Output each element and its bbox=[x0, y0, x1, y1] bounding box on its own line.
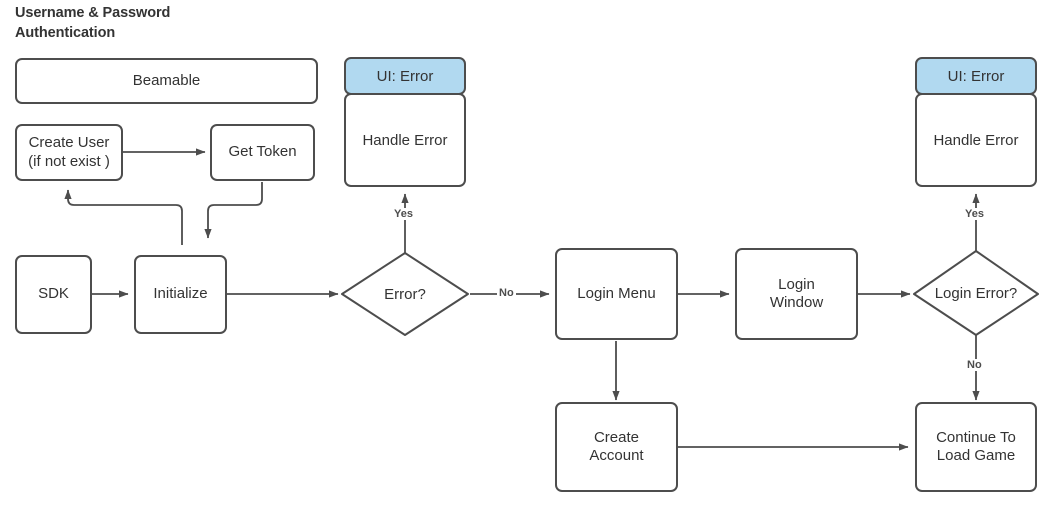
edge-label-login-error-yes: Yes bbox=[963, 208, 986, 220]
node-login-menu[interactable]: Login Menu bbox=[555, 248, 678, 340]
node-initialize[interactable]: Initialize bbox=[134, 255, 227, 334]
edge-get-token-to-initialize bbox=[204, 182, 263, 239]
node-create-user[interactable]: Create User (if not exist ) bbox=[15, 124, 123, 181]
node-handle-error-left[interactable]: Handle Error bbox=[344, 93, 466, 187]
node-login-window[interactable]: Login Window bbox=[735, 248, 858, 340]
node-login-error-decision[interactable]: Login Error? bbox=[912, 249, 1040, 337]
panel-ui-error-right: UI: Error Handle Error bbox=[915, 57, 1037, 187]
node-get-token[interactable]: Get Token bbox=[210, 124, 315, 181]
node-handle-error-right[interactable]: Handle Error bbox=[915, 93, 1037, 187]
node-login-error-decision-label: Login Error? bbox=[934, 284, 1018, 302]
node-error-decision-label: Error? bbox=[384, 285, 426, 303]
edge-initialize-to-create-user bbox=[64, 189, 183, 245]
edge-label-login-error-no: No bbox=[965, 359, 984, 371]
panel-header-ui-error-left: UI: Error bbox=[344, 57, 466, 95]
edge-label-error-no: No bbox=[497, 287, 516, 299]
node-create-account[interactable]: Create Account bbox=[555, 402, 678, 492]
node-continue-to-load-game[interactable]: Continue To Load Game bbox=[915, 402, 1037, 492]
node-beamable[interactable]: Beamable bbox=[15, 58, 318, 104]
panel-ui-error-left: UI: Error Handle Error bbox=[344, 57, 466, 187]
panel-header-ui-error-right: UI: Error bbox=[915, 57, 1037, 95]
page-title: Username & Password Authentication bbox=[15, 5, 171, 41]
edge-label-error-yes: Yes bbox=[392, 208, 415, 220]
node-sdk[interactable]: SDK bbox=[15, 255, 92, 334]
node-error-decision[interactable]: Error? bbox=[340, 251, 470, 337]
